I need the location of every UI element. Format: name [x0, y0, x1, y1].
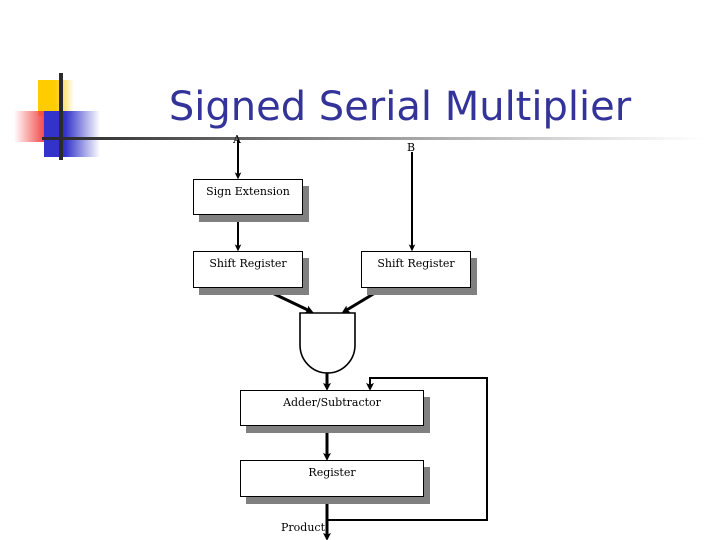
signal-label-a: A: [233, 133, 241, 146]
signal-label-b: B: [407, 141, 416, 154]
block-sign-extension[interactable]: Sign Extension: [193, 179, 303, 215]
title-underline-rule: [60, 137, 705, 140]
block-register[interactable]: Register: [240, 460, 424, 497]
and-gate-icon[interactable]: [299, 312, 356, 374]
yellow-square-icon: [38, 80, 74, 116]
block-label-sign-extension: Sign Extension: [206, 185, 290, 198]
blue-square-icon: [44, 111, 100, 157]
block-shift-register-a[interactable]: Shift Register: [193, 251, 303, 288]
block-label-register: Register: [308, 466, 356, 479]
block-shift-register-b[interactable]: Shift Register: [361, 251, 471, 288]
slide-title: Signed Serial Multiplier: [168, 84, 632, 130]
logo-vertical-line: [59, 73, 63, 160]
wire-feedback-loop: [327, 377, 488, 521]
block-label-adder-subtractor: Adder/Subtractor: [283, 396, 381, 409]
signal-label-product: Product: [281, 521, 325, 534]
block-label-shift-register-a: Shift Register: [209, 257, 287, 270]
block-label-shift-register-b: Shift Register: [377, 257, 455, 270]
block-adder-subtractor[interactable]: Adder/Subtractor: [240, 390, 424, 426]
